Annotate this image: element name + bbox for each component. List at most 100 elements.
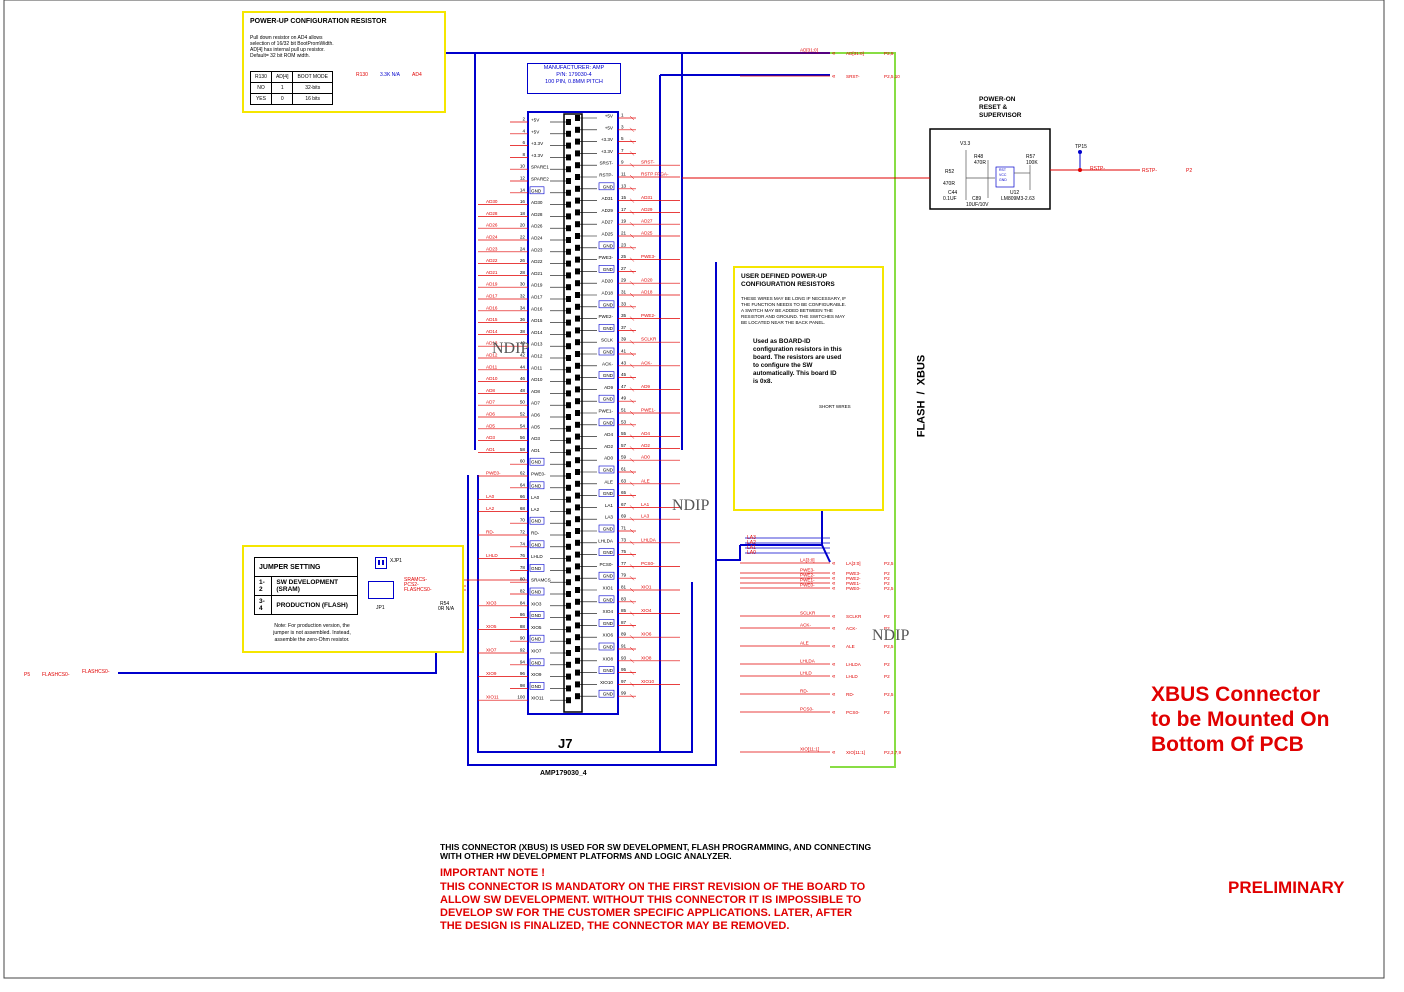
no-connect-mark [629,623,635,628]
reset-title: POWER-ON RESET & SUPERVISOR [979,96,1022,120]
pin-contact [575,492,580,499]
pin-name: SRST- [599,161,613,166]
gnd-box [529,682,545,690]
rstp-offpage: RSTP- [1142,168,1157,174]
net-label-left: AD13 [486,341,498,346]
pin-contact [566,237,571,243]
pin-name: AD7 [531,401,540,406]
offpage-arrow-icon: « [832,750,836,756]
user-config-box: USER DEFINED POWER-UP CONFIGURATION RESI… [733,266,884,511]
no-connect-mark [629,410,635,416]
offpage-pages: P2,5 [884,644,894,649]
no-connect-mark [629,115,635,121]
gnd-box [529,587,545,596]
net-label-right: PWE3- [641,254,656,259]
pin-number: 52 [520,412,526,417]
pin-number: 44 [520,364,526,369]
pin-number: 37 [621,325,627,330]
boot-config-box: POWER-UP CONFIGURATION RESISTOR Pull dow… [242,11,446,113]
no-connect-mark [629,422,635,427]
boot-config-text: Pull down resistor on AD4 allows selecti… [250,35,334,59]
pin-number: 19 [621,219,627,224]
offpage-wire-label: XIO[11:1] [800,747,819,752]
la-label: LA3 [747,535,756,541]
pin-number: 21 [621,231,627,236]
pin-name: GND [603,491,614,496]
pin-contact [575,315,580,322]
pin-contact [575,244,580,251]
pin-number: 6 [522,140,525,145]
net-label-right: AD29 [641,207,653,212]
pin-name: AD17 [531,295,543,300]
la-label: LA0 [747,550,756,556]
pin-name: AD25 [602,232,614,237]
offpage-wire-label: PCS0- [800,707,814,712]
pin-name: GND [603,550,614,555]
net-label-left: XIO11 [486,695,499,700]
net-label-left: AD24 [486,235,498,240]
net-label-left: AD6 [486,412,495,417]
pin-name: PWE1- [598,409,613,414]
net-label-left: PWE0- [486,471,501,476]
pin-contact [575,528,580,534]
pin-name: GND [603,668,614,673]
pin-name: AD16 [531,306,543,311]
gnd-box [529,516,545,525]
pin-number: 22 [520,235,526,240]
pin-contact [575,280,580,287]
no-connect-mark [629,257,635,262]
offpage-wire-label: PWE3- [800,568,815,573]
pin-contact [575,268,580,275]
pin-number: 4 [522,128,525,133]
offpage-wire-label: AD[31:0] [800,48,818,53]
xjp1-ref: XJP1 [390,558,402,564]
gnd-box [529,564,545,572]
table-cell: 1 [270,82,294,94]
pin-name: AD5 [531,424,540,429]
pin-name: AD12 [531,354,543,359]
net-label-right: AD0 [641,455,650,460]
net-label-left: AD21 [486,270,498,275]
u12-pin: VCC [999,173,1007,177]
pin-number: 92 [520,648,526,653]
no-connect-mark [629,351,635,357]
pin-name: SRAMCS [531,578,551,583]
xjp1-icon [375,557,387,569]
pin-contact [566,390,571,397]
pin-name: GND [531,483,542,488]
no-connect-mark [629,599,635,604]
pin-number: 64 [520,482,526,487]
no-connect-mark [629,245,635,250]
net-label-right: XIO4 [641,608,652,613]
pin-contact [575,339,580,346]
no-connect-mark [629,163,635,168]
pin-number: 71 [621,526,627,531]
offpage-pages: P2,5 [884,51,894,56]
pin-contact [566,697,571,704]
pin-contact [566,602,571,609]
pin-number: 24 [520,246,526,251]
net-label-left: AD17 [486,294,498,299]
bus-label: FLASH / XBUS [915,354,928,438]
pin-contact [566,414,571,420]
jumper-note-line: Note: For production version, the [274,623,350,629]
pin-name: AD23 [531,247,543,252]
gnd-box [529,611,545,619]
table-cell: 3-4 [253,595,273,615]
gnd-box [598,619,615,627]
net-label-right: AD20 [641,278,653,283]
pin-contact [566,142,571,149]
pin-number: 34 [520,305,526,310]
pin-number: 29 [621,278,627,283]
pin-name: XIO1 [603,586,614,591]
offpage-wire-label: RD- [800,689,809,694]
pin-number: 66 [520,494,526,499]
pin-contact [575,209,580,216]
pin-number: 90 [520,636,526,641]
pin-name: GND [531,590,542,595]
pin-name: GND [603,184,614,189]
offpage-pages: P2 [884,662,890,667]
